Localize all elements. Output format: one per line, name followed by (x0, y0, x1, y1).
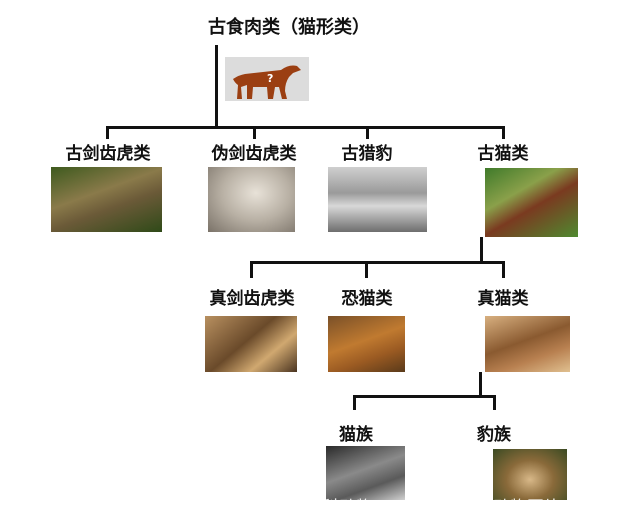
connector (106, 126, 109, 139)
connector (502, 126, 505, 139)
sabertooth-silhouette-icon: ? (233, 65, 301, 99)
ancient-cheetah-image (328, 167, 427, 232)
node-label: 恐猫类 (341, 289, 393, 309)
nimravid-image (51, 167, 162, 232)
connector (479, 372, 482, 397)
watermark: 动物图片 (493, 498, 561, 518)
early-felid-image (485, 316, 570, 372)
sabertooth-image (205, 316, 297, 372)
skull-image (208, 167, 295, 232)
node-label: 古猎豹 (341, 144, 393, 164)
leopard-cub-image (493, 449, 567, 500)
proailurus-image (485, 168, 578, 237)
dinofelis-image (328, 316, 405, 372)
node-label: 伪剑齿虎类 (211, 144, 297, 164)
connector (215, 45, 218, 128)
node-label: 豹族 (477, 425, 511, 445)
root-label: 古食肉类（猫形类） (208, 17, 370, 38)
node-label: 古猫类 (477, 144, 529, 164)
connector (106, 126, 505, 129)
connector (493, 395, 496, 410)
connector (250, 261, 505, 264)
node-label: 古剑齿虎类 (65, 144, 151, 164)
connector (480, 237, 483, 263)
svg-text:?: ? (267, 72, 273, 85)
watermark: 科动物 (322, 498, 373, 518)
root-image: ? (225, 57, 309, 101)
connector (365, 261, 368, 278)
node-label: 真剑齿虎类 (209, 289, 295, 309)
node-label: 猫族 (339, 425, 373, 445)
connector (353, 395, 496, 398)
cat-image (326, 446, 405, 500)
connector (366, 126, 369, 139)
connector (253, 126, 256, 139)
connector (502, 261, 505, 278)
connector (353, 395, 356, 410)
connector (250, 261, 253, 278)
node-label: 真猫类 (477, 289, 529, 309)
